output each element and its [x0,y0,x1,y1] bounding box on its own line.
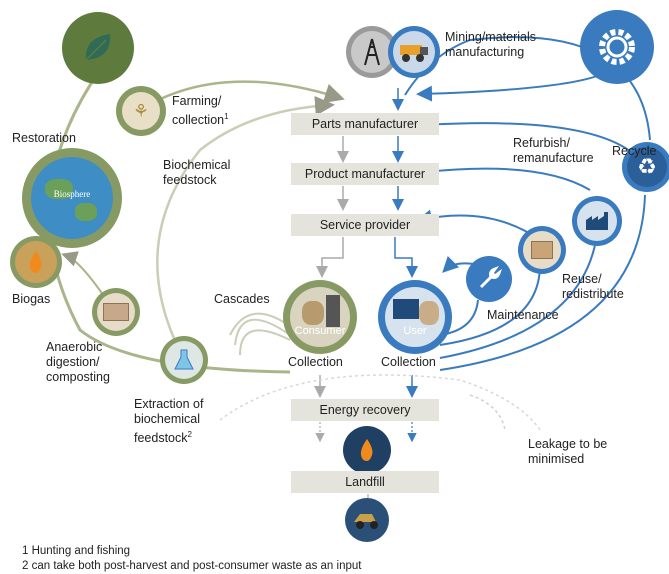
globe-icon: Biosphere [22,148,122,248]
truck-icon [388,26,440,78]
footnote-1: 1 Hunting and fishing [22,545,131,557]
recycle-label: Recycle [612,144,657,158]
collection-left-label: Collection [288,355,343,369]
factory-icon [572,196,622,246]
user-label: User [403,325,427,337]
biosphere-label: Biosphere [53,189,91,199]
user-monitor-icon [378,280,452,354]
leaf-icon [62,12,134,84]
landfill-truck-icon [345,498,389,542]
mining-flow-arrow [416,74,601,102]
cascades-label: Cascades [214,292,270,306]
footnote-2: 2 can take both post-harvest and post-co… [22,560,362,572]
box-icon [518,226,566,274]
service-provider-box: Service provider [291,214,439,236]
leakage-arc [469,394,506,431]
landfill-box: Landfill [291,471,439,493]
leakage-arc [219,374,541,431]
biogas-label: Biogas [12,292,51,306]
biochemical-feedstock-arrow [156,95,335,371]
refurbish-label: Refurbish/remanufacture [513,136,594,165]
compost-icon [92,288,140,336]
flow-arrow [394,237,418,278]
wrench-icon [466,256,512,302]
flame-icon [343,426,391,474]
parts-manufacturer-box: Parts manufacturer [291,113,439,135]
gear-icon [580,10,654,84]
cascade-arc-2 [234,318,291,346]
restoration-label: Restoration [12,131,76,145]
reuse-label: Reuse/redistribute [562,272,624,301]
consumer-label: Consumer [294,325,346,337]
recycle-icon: ♻ [622,142,669,192]
recycle-loop [439,194,646,371]
refurbish-loop [439,224,599,359]
maintenance-label: Maintenance [487,308,559,322]
farming-label: Farming/collection1 [172,94,229,128]
reuse-loop [439,264,541,346]
product-manufacturer-box: Product manufacturer [291,163,439,185]
wheat-icon: ⚘ [116,86,166,136]
collection-right-label: Collection [381,355,436,369]
flame-icon [10,236,62,288]
cascade-arc-3 [239,329,291,356]
energy-recovery-box: Energy recovery [291,399,439,421]
refurbish-arrow [421,162,591,191]
flow-arrow [316,237,344,278]
flask-icon [160,336,208,384]
consumer-icon [283,280,357,354]
